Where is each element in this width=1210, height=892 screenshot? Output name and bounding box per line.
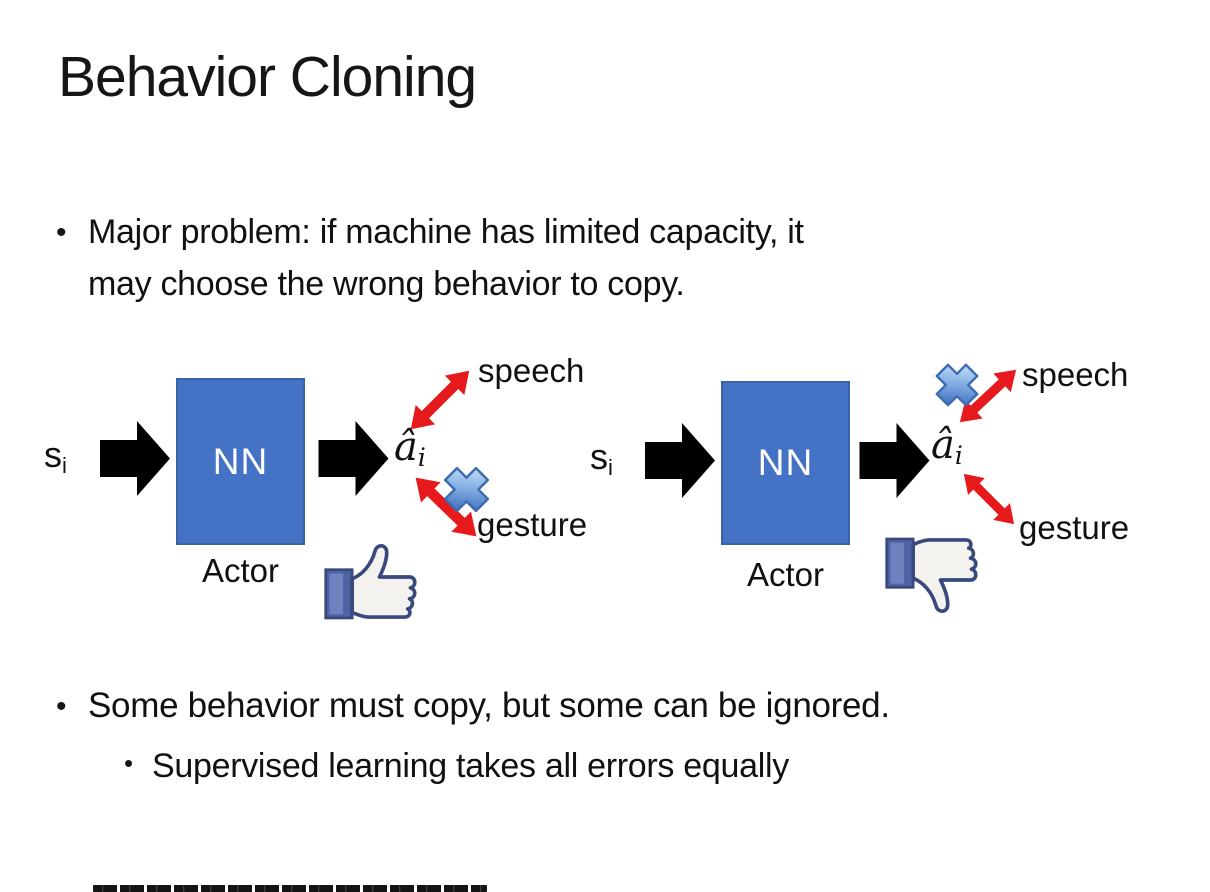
left-gesture-label: gesture	[477, 506, 588, 543]
right-nn-box-label: NN	[757, 442, 814, 483]
thumbs-up-icon	[324, 543, 417, 620]
right-actor-label: Actor	[746, 556, 825, 593]
sub-bullet-marker: •	[124, 748, 134, 778]
right-output-action-label: âi	[931, 422, 963, 471]
right-gesture-label: gesture	[1019, 509, 1130, 546]
left-nn-box-label: NN	[212, 440, 269, 482]
left-cross-icon	[443, 466, 490, 513]
right-speech-double-arrow-icon	[959, 369, 1017, 423]
left-output-main: â	[394, 424, 418, 470]
left-speech-label: speech	[478, 352, 585, 389]
right-nn-box: NN	[721, 381, 850, 545]
page-title: Behavior Cloning	[58, 45, 477, 109]
bullet-1-line-2: may choose the wrong behavior to copy.	[88, 265, 685, 303]
left-actor-label: Actor	[201, 552, 280, 589]
right-gesture-double-arrow-icon	[963, 473, 1015, 525]
left-input-sub: i	[62, 452, 67, 478]
right-input-block-arrow-icon	[645, 423, 715, 498]
right-output-sub: i	[954, 441, 963, 471]
left-output-block-arrow-icon	[318, 421, 389, 496]
right-input-sub: i	[608, 454, 613, 480]
bullet-1-line-1: Major problem: if machine has limited ca…	[88, 213, 804, 251]
left-gesture-double-arrow-icon	[415, 477, 477, 537]
left-input-block-arrow-icon	[100, 421, 170, 496]
bullet-2-sub: Supervised learning takes all errors equ…	[152, 747, 789, 785]
bullet-2: Some behavior must copy, but some can be…	[88, 686, 890, 725]
right-input-state-label: si	[590, 436, 613, 480]
bullet-marker: •	[56, 216, 67, 249]
right-output-main: â	[931, 422, 955, 468]
left-input-state-label: si	[44, 434, 67, 478]
left-output-action-label: âi	[394, 424, 426, 473]
left-speech-double-arrow-icon	[410, 370, 470, 430]
right-output-block-arrow-icon	[859, 423, 930, 498]
right-speech-label: speech	[1022, 356, 1129, 393]
left-nn-box: NN	[176, 378, 305, 545]
bullet-marker: •	[56, 690, 67, 723]
left-input-main: s	[44, 434, 62, 475]
right-cross-icon	[935, 363, 979, 407]
cut-off-text-strip	[93, 885, 487, 892]
thumbs-down-icon	[885, 537, 978, 614]
right-input-main: s	[590, 436, 608, 477]
left-output-sub: i	[417, 443, 426, 473]
